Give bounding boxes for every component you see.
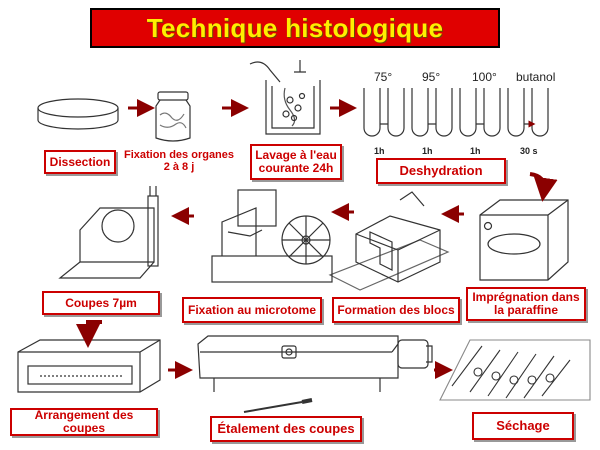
dehydration-temp-95: 95° <box>422 70 441 84</box>
label-lavage-line2: courante 24h <box>258 161 334 175</box>
label-etalement: Étalement des coupes <box>210 416 362 442</box>
label-microtome: Fixation au microtome <box>182 297 322 323</box>
dehydration-temp-butanol: butanol <box>516 70 556 84</box>
label-impregnation: Imprégnation dans la paraffine <box>466 287 586 321</box>
jar-illustration <box>155 91 191 142</box>
label-fixation: Fixation des organes 2 à 8 j <box>120 149 238 173</box>
washing-beaker-illustration <box>249 60 321 135</box>
label-dissection: Dissection <box>44 150 116 174</box>
oven-illustration <box>479 199 569 281</box>
label-impregnation-line2: la paraffine <box>493 303 559 317</box>
label-arrangement: Arrangement des coupes <box>10 408 158 436</box>
label-sechage-text: Séchage <box>496 418 550 434</box>
warming-plate-illustration <box>197 335 433 413</box>
flow-arrows <box>76 99 558 379</box>
arrow-deshydration-to-impregnation <box>529 172 558 202</box>
label-fixation-line2: 2 à 8 j <box>163 160 195 173</box>
label-deshydration-text: Deshydration <box>399 163 483 179</box>
title-banner: Technique histologique <box>90 8 500 48</box>
test-tubes-illustration <box>363 88 549 137</box>
label-microtome-text: Fixation au microtome <box>187 302 317 317</box>
microtome-illustration <box>211 189 333 283</box>
label-coupes: Coupes 7µm <box>42 291 160 315</box>
dehydration-time-2: 1h <box>422 146 433 156</box>
dehydration-time-1: 1h <box>374 146 385 156</box>
label-formation-blocs-text: Formation des blocs <box>337 302 455 317</box>
label-impregnation-line1: Imprégnation dans <box>472 290 580 305</box>
dehydration-time-4: 30 s <box>520 146 538 156</box>
label-deshydration: Deshydration <box>376 158 506 184</box>
label-arrangement-text: Arrangement des coupes <box>34 408 134 435</box>
label-coupes-text: Coupes 7µm <box>65 295 137 310</box>
paraffin-block-mold-illustration <box>328 191 450 291</box>
dehydration-temp-75: 75° <box>374 70 393 84</box>
rotary-knife-machine-illustration <box>58 186 159 279</box>
dehydration-time-3: 1h <box>470 146 481 156</box>
slide-tray-illustration <box>17 339 161 393</box>
label-fixation-line1: Fixation des organes <box>123 149 235 161</box>
diagram-title: Technique histologique <box>146 12 444 43</box>
arrow-coupes-to-arrangement <box>76 320 102 348</box>
label-formation-blocs: Formation des blocs <box>332 297 460 323</box>
drying-slides-illustration <box>439 339 591 401</box>
label-sechage: Séchage <box>472 412 574 440</box>
petri-dish-illustration <box>37 98 119 130</box>
label-dissection-text: Dissection <box>49 154 111 169</box>
label-lavage-line1: Lavage à l'eau <box>255 148 337 163</box>
label-etalement-text: Étalement des coupes <box>217 421 355 437</box>
label-lavage: Lavage à l'eau courante 24h <box>250 144 342 180</box>
dehydration-temp-100: 100° <box>472 70 497 84</box>
